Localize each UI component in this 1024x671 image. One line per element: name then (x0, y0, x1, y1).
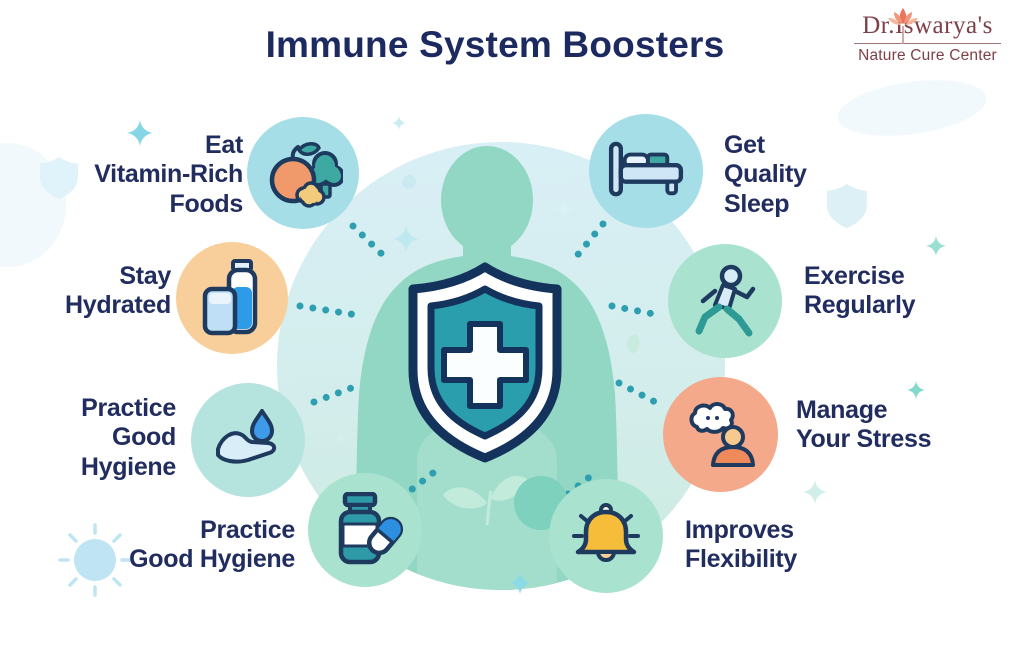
bubble-exercise-regularly (668, 244, 782, 358)
medicine-bottle-capsule-icon (338, 492, 404, 565)
brand-name: Dr.Iswarya's (862, 12, 993, 39)
fruits-icon (269, 142, 343, 208)
running-person-icon (695, 264, 756, 337)
label-practice-good-hygiene: Practice Good Hygiene (80, 394, 176, 481)
shield-cross-icon (408, 262, 562, 463)
bell-icon (572, 503, 640, 562)
bubble-manage-your-stress (663, 377, 778, 492)
water-bottle-glass-icon (202, 259, 258, 336)
label-exercise-regularly: Exercise Regularly (804, 262, 916, 320)
bubble-stay-hydrated (176, 242, 288, 354)
logo-divider (854, 43, 1001, 44)
bubble-eat-vitamin-rich-foods (247, 117, 359, 229)
label-practice-good-hygiene-2: Practice Good Hygiene (129, 516, 295, 574)
bubble-practice-good-hygiene (191, 383, 305, 497)
bubble-get-quality-sleep (589, 114, 703, 228)
brand-subtitle: Nature Cure Center (858, 47, 997, 64)
stressed-person-icon (688, 401, 755, 467)
bed-icon (608, 141, 684, 197)
label-improves-flexibility: Improves Flexibility (685, 516, 798, 574)
bubble-practice-good-hygiene-2 (308, 473, 422, 587)
bubble-improves-flexibility (549, 479, 663, 593)
hand-water-drop-icon (216, 409, 277, 464)
page-title: Immune System Boosters (265, 24, 725, 65)
brand-logo: Dr.Iswarya's Nature Cure Center (850, 8, 1005, 65)
label-get-quality-sleep: Get Quality Sleep (724, 131, 807, 218)
label-eat-vitamin-rich-foods: Eat Vitamin-Rich Foods (94, 131, 243, 218)
lotus-flower-icon (888, 8, 918, 44)
label-manage-your-stress: Manage Your Stress (796, 396, 932, 454)
label-stay-hydrated: Stay Hydrated (65, 262, 171, 320)
